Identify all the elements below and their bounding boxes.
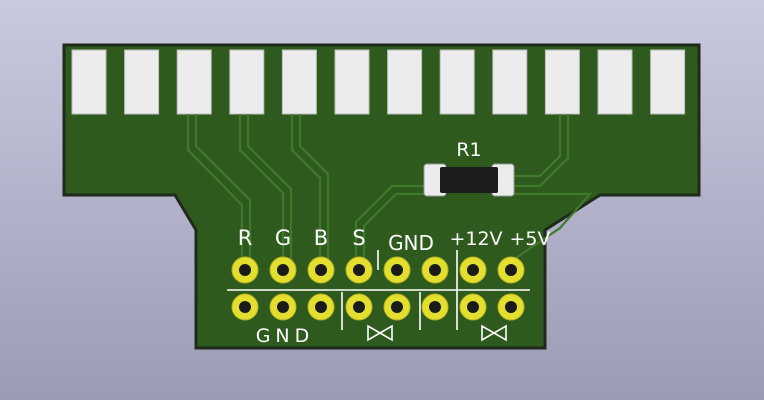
- header-pin: [345, 293, 373, 321]
- edge-pad: [439, 49, 475, 115]
- trace-s: [354, 184, 428, 265]
- pin-hole: [315, 301, 327, 313]
- pin-hole: [391, 301, 403, 313]
- label-gnd-top: GND: [388, 231, 434, 255]
- edge-pad: [281, 49, 317, 115]
- pin-header: [231, 256, 525, 321]
- edge-pad: [544, 49, 580, 115]
- trace-b: [290, 114, 322, 265]
- header-pin: [459, 256, 487, 284]
- trace-r1-edge-2: [512, 114, 570, 188]
- header-pin: [269, 256, 297, 284]
- resistor-designator: R1: [456, 139, 481, 161]
- resistor-body: [440, 167, 498, 193]
- edge-pad: [597, 49, 633, 115]
- header-top-labels: R G B S GND +12V +5V: [238, 226, 551, 255]
- header-pin: [231, 293, 259, 321]
- trace-b-2: [298, 114, 330, 265]
- pin-hole: [467, 301, 479, 313]
- header-pin: [383, 293, 411, 321]
- trace-r-2: [194, 114, 252, 265]
- edge-pad: [334, 49, 370, 115]
- label-g: G: [275, 226, 291, 250]
- pin-hole: [505, 301, 517, 313]
- edge-pad: [492, 49, 528, 115]
- jumper-symbol-1: [367, 324, 393, 342]
- label-s: S: [352, 226, 365, 250]
- label-b: B: [314, 226, 328, 250]
- edge-pad: [650, 49, 686, 115]
- edge-pad: [124, 49, 160, 115]
- edge-pad: [229, 49, 265, 115]
- label-5v: +5V: [509, 228, 550, 250]
- pin-hole: [315, 264, 327, 276]
- jumper-symbol-2: [481, 324, 507, 342]
- header-pin: [459, 293, 487, 321]
- header-pin: [231, 256, 259, 284]
- header-pin: [307, 256, 335, 284]
- header-pin: [497, 293, 525, 321]
- pin-hole: [239, 264, 251, 276]
- pin-hole: [277, 264, 289, 276]
- label-12v: +12V: [449, 228, 502, 250]
- pin-hole: [391, 264, 403, 276]
- edge-connector: [71, 49, 686, 115]
- trace-s-2: [362, 192, 428, 265]
- pin-hole: [277, 301, 289, 313]
- header-pin: [345, 256, 373, 284]
- edge-pad: [387, 49, 423, 115]
- header-pin: [383, 256, 411, 284]
- pin-hole: [239, 301, 251, 313]
- edge-pad: [176, 49, 212, 115]
- pin-hole: [429, 264, 441, 276]
- label-r: R: [238, 226, 253, 250]
- trace-g: [238, 114, 285, 265]
- label-gnd-bottom: GND: [256, 325, 315, 347]
- trace-pwr: [509, 192, 593, 263]
- pin-hole: [353, 301, 365, 313]
- header-silk-lines: [227, 250, 530, 342]
- pin-hole: [353, 264, 365, 276]
- pin-hole: [429, 301, 441, 313]
- trace-r1-edge: [512, 114, 562, 178]
- trace-g-2: [246, 114, 293, 265]
- resistor-r1: R1: [423, 139, 515, 197]
- header-pin: [421, 256, 449, 284]
- edge-pad: [71, 49, 107, 115]
- pin-hole: [505, 264, 517, 276]
- header-pin: [269, 293, 297, 321]
- header-pin: [497, 256, 525, 284]
- trace-r: [186, 114, 244, 265]
- pin-hole: [467, 264, 479, 276]
- traces: [186, 114, 593, 265]
- header-pin: [421, 293, 449, 321]
- header-pin: [307, 293, 335, 321]
